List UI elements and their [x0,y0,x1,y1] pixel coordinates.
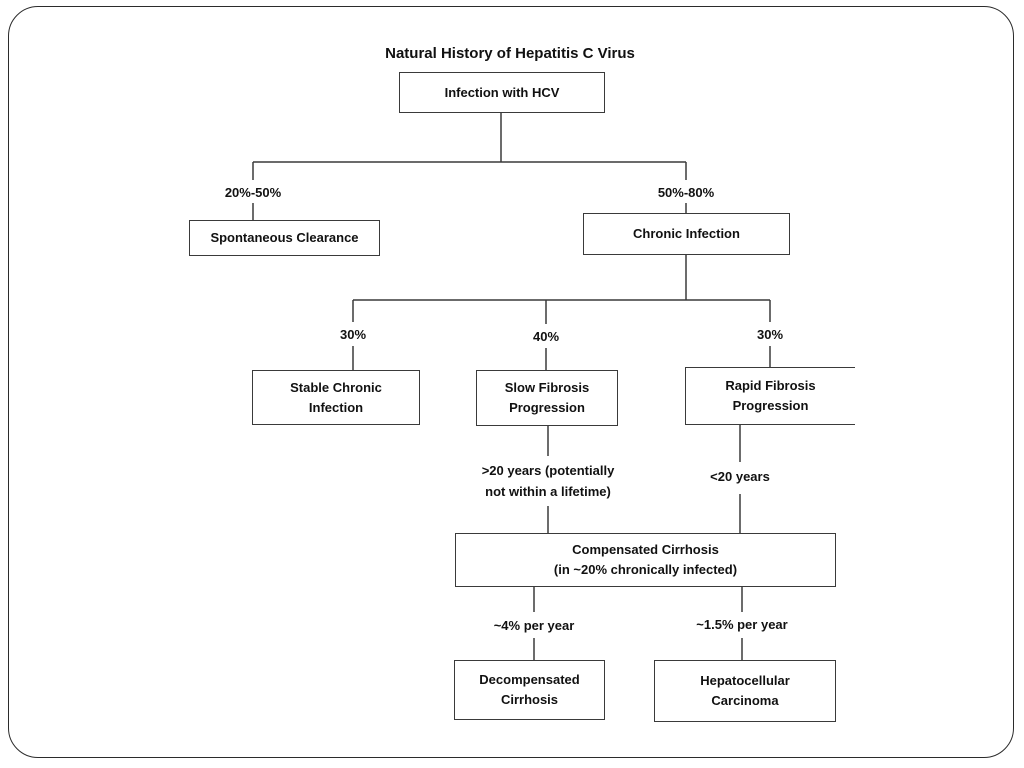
node-rapid-fibrosis-progression: Rapid Fibrosis Progression [685,367,855,425]
edge-label-decompensation-rate: ~4% per year [493,618,575,633]
edge-label-chronic-percent: 50%-80% [657,185,715,200]
edge-label-stable-percent: 30% [339,327,367,342]
node-spontaneous-clearance: Spontaneous Clearance [189,220,380,256]
node-compensated-cirrhosis: Compensated Cirrhosis (in ~20% chronical… [455,533,836,587]
node-stable-chronic-infection: Stable Chronic Infection [252,370,420,425]
edge-label-slow-years: >20 years (potentially not within a life… [481,463,615,499]
node-hepatocellular-carcinoma: Hepatocellular Carcinoma [654,660,836,722]
slide-frame [8,6,1014,758]
edge-label-rapid-percent: 30% [756,327,784,342]
node-infection-with-hcv: Infection with HCV [399,72,605,113]
edge-label-slow-percent: 40% [532,329,560,344]
node-slow-fibrosis-progression: Slow Fibrosis Progression [476,370,618,426]
edge-label-clearance-percent: 20%-50% [224,185,282,200]
node-chronic-infection: Chronic Infection [583,213,790,255]
edge-label-hcc-rate: ~1.5% per year [696,617,788,632]
edge-label-rapid-years: <20 years [710,469,770,484]
diagram-title: Natural History of Hepatitis C Virus [385,45,635,62]
node-decompensated-cirrhosis: Decompensated Cirrhosis [454,660,605,720]
